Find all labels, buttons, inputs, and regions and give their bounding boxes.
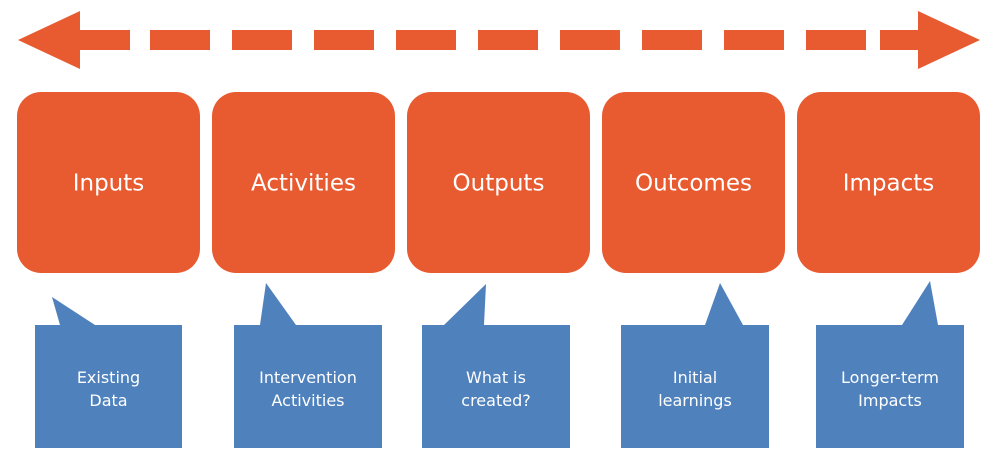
callout-pointer — [705, 283, 743, 325]
stage-box-shape — [602, 92, 785, 273]
stage-label: Outputs — [453, 171, 545, 197]
arrow-dash — [314, 30, 374, 50]
arrow-dash — [880, 30, 918, 50]
arrow-dash — [642, 30, 702, 50]
callout-label: Impacts — [858, 391, 922, 410]
callout-label: Longer-term — [841, 368, 939, 387]
callout-box: What is created? — [422, 284, 570, 448]
callout-box-shape — [621, 325, 769, 448]
callout-label: Intervention — [259, 368, 357, 387]
callout-pointer — [52, 297, 95, 325]
stage-box-shape — [17, 92, 200, 273]
stage-label: Outcomes — [635, 171, 752, 197]
callout-label: Existing — [77, 368, 140, 387]
stage-box-shape — [212, 92, 395, 273]
callout-label: Data — [89, 391, 127, 410]
stage-box: Inputs — [17, 92, 200, 273]
callout-label: What is — [466, 368, 526, 387]
stage-box-shape — [407, 92, 590, 273]
arrow-dash — [80, 30, 130, 50]
stage-box: Impacts — [797, 92, 980, 273]
arrow-dash — [478, 30, 538, 50]
callout-label: created? — [461, 391, 530, 410]
callout-box-shape — [234, 325, 382, 448]
stage-label: Impacts — [843, 171, 935, 197]
callout-box-shape — [816, 325, 964, 448]
callout-label: Initial — [673, 368, 717, 387]
stage-box-shape — [797, 92, 980, 273]
callout-label: learnings — [658, 391, 732, 410]
arrow-dash — [560, 30, 620, 50]
double-headed-dashed-arrow — [18, 11, 980, 69]
arrow-head-left — [18, 11, 80, 69]
stage-label: Activities — [251, 171, 356, 197]
stage-box: Outputs — [407, 92, 590, 273]
callout-box: Initial learnings — [621, 283, 769, 448]
stage-boxes: Inputs Activities Outputs Outcomes Impacts — [17, 92, 980, 273]
stage-box: Activities — [212, 92, 395, 273]
arrow-dash — [396, 30, 456, 50]
stage-box: Outcomes — [602, 92, 785, 273]
callout-box-shape — [422, 325, 570, 448]
callout-pointer — [260, 283, 296, 325]
arrow-dash — [724, 30, 784, 50]
stage-label: Inputs — [73, 171, 145, 197]
callout-box-shape — [35, 325, 182, 448]
callout-pointer — [444, 284, 486, 325]
arrow-dash — [806, 30, 866, 50]
arrow-dash — [150, 30, 210, 50]
arrow-dash — [232, 30, 292, 50]
callout-pointer — [902, 281, 938, 325]
arrow-head-right — [918, 11, 980, 69]
callout-label: Activities — [272, 391, 345, 410]
